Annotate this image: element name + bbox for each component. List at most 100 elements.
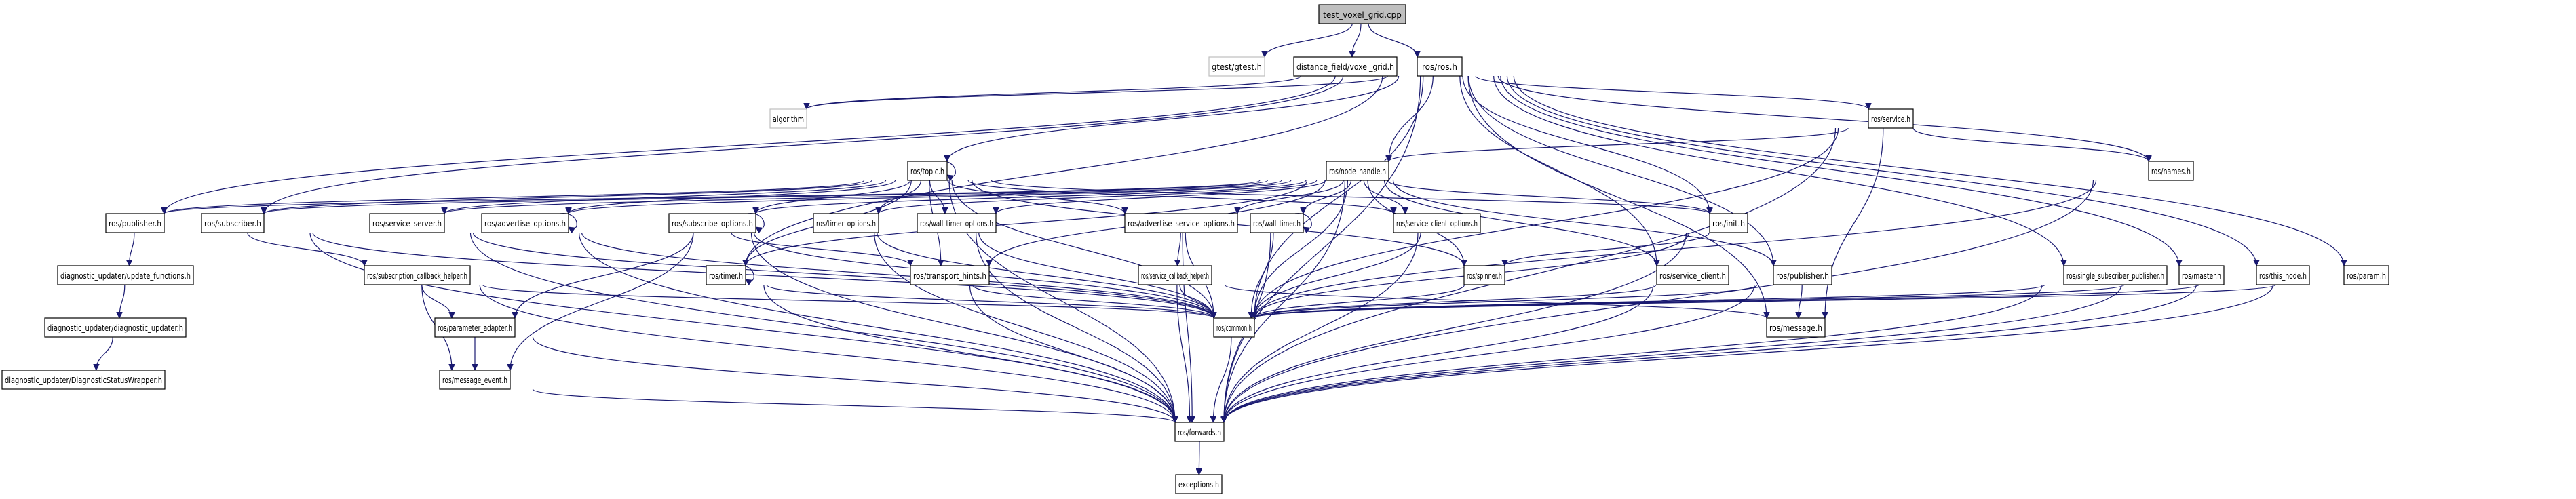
node-box (1773, 265, 1832, 285)
node-box (105, 213, 165, 233)
node-box (2343, 265, 2389, 285)
edge-timer-to-forwards (763, 284, 1175, 422)
edge-single_subscriber_publisher-to-forwards (1224, 284, 2043, 422)
node-box (1463, 265, 1505, 285)
node-box (44, 317, 187, 338)
edge-topic-to-init (991, 180, 1710, 214)
edge-node_handle-to-advertise_service_options (1237, 180, 1344, 214)
edge-node_handle-to-subscribe_options (756, 180, 1307, 214)
node-exceptions[interactable]: exceptions.h (1175, 474, 1223, 494)
edge-service-to-message (1825, 127, 1884, 318)
node-label: ros/forwards.h (1178, 428, 1221, 437)
edge-topic-to-subscriber (264, 180, 872, 214)
node-timer[interactable]: ros/timer.h (706, 265, 746, 285)
node-subscription-callback-helper[interactable]: ros/subscription_callback_helper.h (364, 265, 471, 285)
edge-service_client-to-common (1254, 284, 1657, 319)
node-init[interactable]: ros/init.h (1709, 213, 1748, 233)
node-label: ros/timer.h (709, 271, 743, 281)
edge-message_event-to-forwards (532, 388, 1175, 423)
node-transport-hints[interactable]: ros/transport_hints.h (910, 265, 990, 285)
node-label: ros/ros.h (1422, 62, 1457, 72)
node-box (1417, 56, 1463, 77)
node-ros[interactable]: ros/ros.h (1417, 56, 1463, 77)
edge-publisher_left-to-update_functions (130, 232, 135, 266)
node-single-subscriber-publisher[interactable]: ros/single_subscriber_publisher.h (2063, 265, 2168, 285)
node-label: ros/param.h (2347, 271, 2386, 281)
node-wall-timer[interactable]: ros/wall_timer.h (1250, 213, 1304, 233)
node-box (706, 265, 746, 285)
node-service-server[interactable]: ros/service_server.h (369, 213, 445, 233)
node-label: ros/node_handle.h (1329, 167, 1386, 176)
node-box (369, 213, 445, 233)
node-diagnostic-updater[interactable]: diagnostic_updater/diagnostic_updater.h (44, 317, 187, 338)
node-label: ros/names.h (2151, 167, 2191, 176)
node-master[interactable]: ros/master.h (2178, 265, 2225, 285)
node-box (57, 265, 194, 285)
node-label: ros/message.h (1769, 323, 1822, 333)
node-status-wrapper[interactable]: diagnostic_updater/DiagnosticStatusWrapp… (1, 370, 166, 390)
node-forwards[interactable]: ros/forwards.h (1174, 422, 1225, 442)
node-advertise-service-options[interactable]: ros/advertise_service_options.h (1124, 213, 1238, 233)
node-label: ros/advertise_service_options.h (1128, 219, 1235, 228)
node-box (2256, 265, 2310, 285)
edge-subscribe_options-to-transport_hints (731, 232, 910, 266)
node-message[interactable]: ros/message.h (1766, 317, 1826, 338)
edge-this_node-to-common (1254, 284, 2199, 319)
node-this-node[interactable]: ros/this_node.h (2256, 265, 2310, 285)
node-publisher[interactable]: ros/publisher.h (1773, 265, 1832, 285)
node-label: gtest/gtest.h (1212, 62, 1262, 72)
node-service-client-options[interactable]: ros/service_client_options.h (1393, 213, 1481, 233)
node-update-functions[interactable]: diagnostic_updater/update_functions.h (57, 265, 194, 285)
node-wall-timer-options[interactable]: ros/wall_timer_options.h (917, 213, 997, 233)
edge-node_handle-to-publisher_left (164, 180, 1261, 214)
node-common[interactable]: ros/common.h (1213, 317, 1255, 338)
edge-transport_hints-to-forwards (969, 284, 1175, 422)
edge-topic-to-common (951, 180, 1214, 318)
node-node-handle[interactable]: ros/node_handle.h (1326, 161, 1389, 181)
edge-root-to-voxel_grid (1352, 23, 1362, 57)
node-label: ros/topic.h (910, 167, 944, 176)
node-gtest: gtest/gtest.h (1208, 56, 1265, 77)
node-label: ros/wall_timer_options.h (920, 219, 993, 228)
node-label: ros/subscriber.h (204, 219, 261, 228)
edge-ros-to-topic (947, 75, 1400, 161)
edge-node_handle-to-forwards (1224, 180, 1345, 422)
edge-subscription_callback_helper-to-forwards (479, 284, 1175, 422)
node-param[interactable]: ros/param.h (2343, 265, 2389, 285)
node-topic[interactable]: ros/topic.h (907, 161, 948, 181)
node-label: ros/service_client_options.h (1396, 219, 1478, 228)
edge-timer_options-to-common (877, 232, 1214, 318)
edge-diagnostic_updater-to-status_wrapper (96, 336, 113, 370)
node-subscribe-options[interactable]: ros/subscribe_options.h (668, 213, 756, 233)
node-parameter-adapter[interactable]: ros/parameter_adapter.h (434, 317, 516, 338)
node-label: ros/service_client.h (1659, 271, 1726, 281)
node-box (1138, 265, 1212, 285)
node-subscriber[interactable]: ros/subscriber.h (201, 213, 265, 233)
node-service-client[interactable]: ros/service_client.h (1656, 265, 1729, 285)
node-box (434, 317, 516, 338)
node-timer-options[interactable]: ros/timer_options.h (813, 213, 879, 233)
node-label: ros/this_node.h (2259, 271, 2307, 281)
edge-ros-to-single_subscriber_publisher (1493, 75, 2064, 266)
node-advertise-options[interactable]: ros/advertise_options.h (481, 213, 569, 233)
edge-advertise_options-to-common (581, 232, 1214, 318)
node-names[interactable]: ros/names.h (2148, 161, 2194, 181)
edge-node_handle-to-timer (746, 180, 1308, 266)
node-voxel-grid[interactable]: distance_field/voxel_grid.h (1293, 56, 1398, 77)
edge-ros-to-service (1475, 75, 1868, 110)
edge-subscribe_options-to-message_event (510, 232, 694, 370)
edge-ros-to-master (1500, 75, 2179, 266)
node-message-event[interactable]: ros/message_event.h (439, 370, 511, 390)
node-root[interactable]: test_voxel_grid.cpp (1318, 4, 1406, 24)
edge-voxel_grid-to-algorithm (807, 75, 1301, 110)
edge-topic-to-service_client_options (967, 180, 1393, 214)
node-service-callback-helper[interactable]: ros/service_callback_helper.h (1138, 265, 1212, 285)
node-service[interactable]: ros/service.h (1868, 108, 1914, 129)
node-spinner[interactable]: ros/spinner.h (1463, 265, 1505, 285)
edge-publisher-to-common (1254, 284, 1758, 319)
node-label: ros/advertise_options.h (484, 219, 566, 228)
edge-root-to-ros (1368, 23, 1417, 58)
node-label: diagnostic_updater/update_functions.h (60, 271, 191, 281)
node-publisher-left[interactable]: ros/publisher.h (105, 213, 165, 233)
